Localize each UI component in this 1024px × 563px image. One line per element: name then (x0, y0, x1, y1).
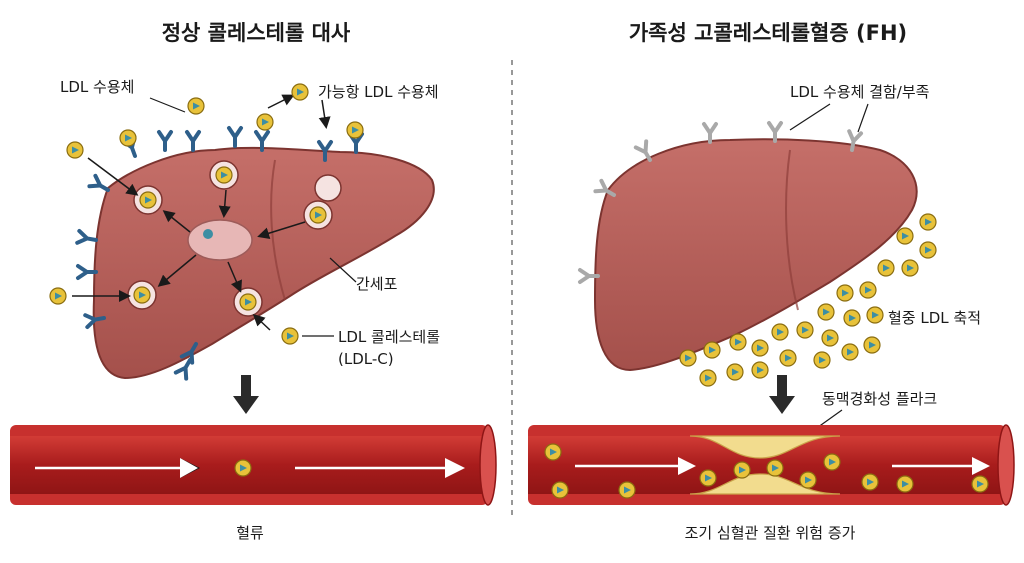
label-hepatocyte: 간세포 (356, 275, 398, 293)
artery-fh (528, 424, 1015, 506)
label-ldl-c-2: (LDL-C) (338, 350, 394, 368)
label-bloodflow: 혈류 (236, 524, 264, 542)
label-ldl-c-1: LDL 콜레스테롤 (338, 328, 440, 346)
down-arrow-right (769, 375, 795, 414)
leader-defect-1 (789, 103, 831, 131)
left-title: 정상 콜레스테롤 대사 (162, 21, 351, 45)
liver-fh (593, 138, 918, 372)
liver-normal (92, 146, 435, 380)
label-plaque: 동맥경화성 플라크 (822, 390, 937, 408)
label-ldl-receptor: LDL 수용체 (60, 78, 134, 96)
label-risk: 조기 심혈관 질환 위험 증가 (685, 524, 856, 542)
label-recycled-receptor: 가능항 LDL 수용체 (318, 83, 439, 101)
right-title: 가족성 고콜레스테롤혈증 (FH) (629, 21, 907, 45)
leader-defect-2 (857, 103, 869, 133)
leader-hepatocyte (329, 257, 357, 283)
label-receptor-defect: LDL 수용체 결함/부족 (790, 83, 930, 101)
internal-arrows (72, 94, 331, 331)
leader-ldl-receptor (149, 97, 186, 113)
down-arrow-left (233, 375, 259, 414)
artery-normal (10, 424, 497, 506)
label-ldl-accumulation: 혈중 LDL 축적 (888, 309, 981, 327)
